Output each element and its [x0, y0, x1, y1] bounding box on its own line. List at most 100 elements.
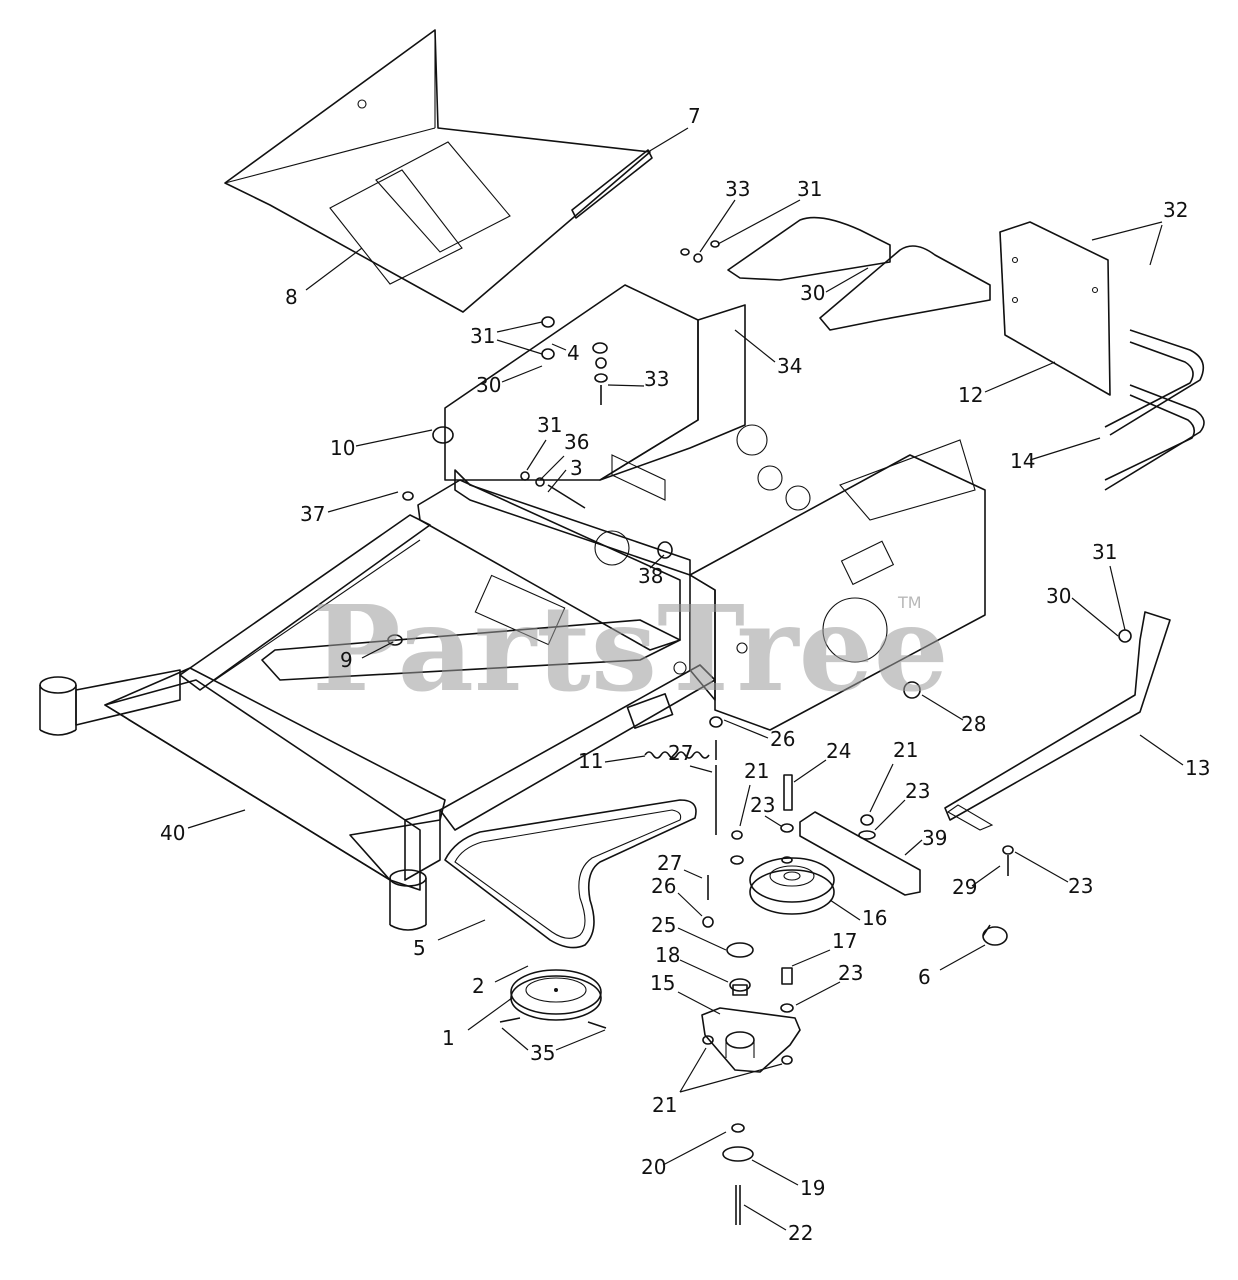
callout-19: 19 — [800, 1176, 825, 1200]
callout-37: 37 — [300, 502, 325, 526]
leader-line-23 — [1014, 851, 1069, 883]
leader-line-16 — [829, 899, 861, 921]
leader-line-31 — [496, 321, 543, 333]
leader-line-23 — [764, 815, 782, 827]
leader-line-22 — [743, 1204, 787, 1231]
callout-26: 26 — [770, 727, 795, 751]
upper-pulley-part — [749, 857, 835, 915]
callout-20: 20 — [641, 1155, 666, 1179]
callout-30: 30 — [800, 281, 825, 305]
leader-line-28 — [921, 694, 964, 721]
leader-line-39 — [904, 839, 923, 856]
callout-8: 8 — [285, 285, 298, 309]
leader-line-26 — [723, 719, 769, 739]
leader-line-30 — [1071, 597, 1119, 637]
watermark: PartsTree TM — [312, 579, 949, 718]
callout-33: 33 — [725, 177, 750, 201]
callout-25: 25 — [651, 913, 676, 937]
leader-line-11 — [604, 755, 646, 763]
leader-line-30 — [825, 267, 869, 293]
callout-13: 13 — [1185, 756, 1210, 780]
callout-12: 12 — [958, 383, 983, 407]
leader-line-29 — [971, 865, 1001, 887]
front-deck-part — [39, 667, 446, 931]
bumper-bar-part — [1104, 329, 1205, 491]
callout-31: 31 — [1092, 540, 1117, 564]
leader-line-25 — [677, 927, 727, 951]
leader-line-17 — [791, 949, 831, 967]
callout-3: 3 — [570, 456, 583, 480]
callout-31: 31 — [537, 413, 562, 437]
callout-16: 16 — [862, 906, 887, 930]
callout-21: 21 — [744, 759, 769, 783]
leader-line-23 — [795, 981, 841, 1006]
callout-9: 9 — [340, 648, 353, 672]
callout-14: 14 — [1010, 449, 1035, 473]
callout-30: 30 — [476, 373, 501, 397]
leader-line-23 — [874, 799, 906, 831]
leader-line-38 — [649, 554, 665, 569]
callout-30: 30 — [1046, 584, 1071, 608]
callout-32: 32 — [1163, 198, 1188, 222]
leader-line-33 — [607, 384, 645, 387]
callout-23: 23 — [905, 779, 930, 803]
leader-line-18 — [679, 959, 729, 983]
extension-spring-part — [644, 751, 710, 759]
callout-28: 28 — [961, 712, 986, 736]
leader-line-19 — [751, 1159, 799, 1186]
leader-line-14 — [1029, 437, 1101, 461]
callout-26: 26 — [651, 874, 676, 898]
callout-27: 27 — [668, 741, 693, 765]
callout-18: 18 — [655, 943, 680, 967]
callout-17: 17 — [832, 929, 857, 953]
callout-5: 5 — [413, 936, 426, 960]
leader-line-37 — [327, 491, 399, 513]
drive-belt-part — [444, 799, 697, 949]
foot-plate-part — [224, 29, 651, 313]
leader-line-6 — [939, 944, 986, 971]
leader-line-35 — [555, 1029, 606, 1051]
leader-line-26 — [677, 892, 703, 917]
callout-29: 29 — [952, 875, 977, 899]
callout-15: 15 — [650, 971, 675, 995]
callout-4: 4 — [567, 341, 580, 365]
leader-line-7 — [647, 127, 689, 153]
callout-23: 23 — [750, 793, 775, 817]
callout-39: 39 — [922, 826, 947, 850]
leader-line-8 — [305, 247, 363, 291]
leader-line-40 — [187, 809, 246, 829]
callout-7: 7 — [688, 104, 701, 128]
callout-31: 31 — [797, 177, 822, 201]
leader-line-3 — [547, 469, 567, 493]
watermark-text: PartsTree — [312, 579, 949, 718]
callout-6: 6 — [918, 965, 931, 989]
callout-10: 10 — [330, 436, 355, 460]
leader-line-33 — [699, 199, 736, 253]
leader-line-32 — [1091, 221, 1163, 241]
callout-21: 21 — [652, 1093, 677, 1117]
leader-line-32 — [1149, 224, 1163, 266]
leader-line-2 — [494, 965, 529, 983]
callout-27: 27 — [657, 851, 682, 875]
leader-line-10 — [355, 429, 433, 447]
leader-line-35 — [501, 1027, 529, 1051]
leader-line-1 — [467, 997, 513, 1031]
side-bracket-part — [944, 611, 1171, 831]
leader-line-31 — [526, 439, 547, 471]
leader-line-27 — [689, 765, 713, 773]
upper-handle-part — [727, 216, 991, 331]
callout-2: 2 — [472, 974, 485, 998]
callout-23: 23 — [1068, 874, 1093, 898]
idler-bracket-part — [701, 1007, 801, 1073]
lower-pulley-part — [510, 969, 602, 1021]
callout-31: 31 — [470, 324, 495, 348]
leader-line-24 — [793, 759, 827, 783]
leader-line-30 — [501, 365, 543, 383]
leader-line-15 — [677, 991, 721, 1015]
callout-35: 35 — [530, 1041, 555, 1065]
callout-1: 1 — [442, 1026, 455, 1050]
side-rails-part — [179, 514, 716, 831]
callout-labels: 1234567891011121314151617181920212121222… — [160, 104, 1210, 1245]
leader-lines — [187, 127, 1184, 1231]
